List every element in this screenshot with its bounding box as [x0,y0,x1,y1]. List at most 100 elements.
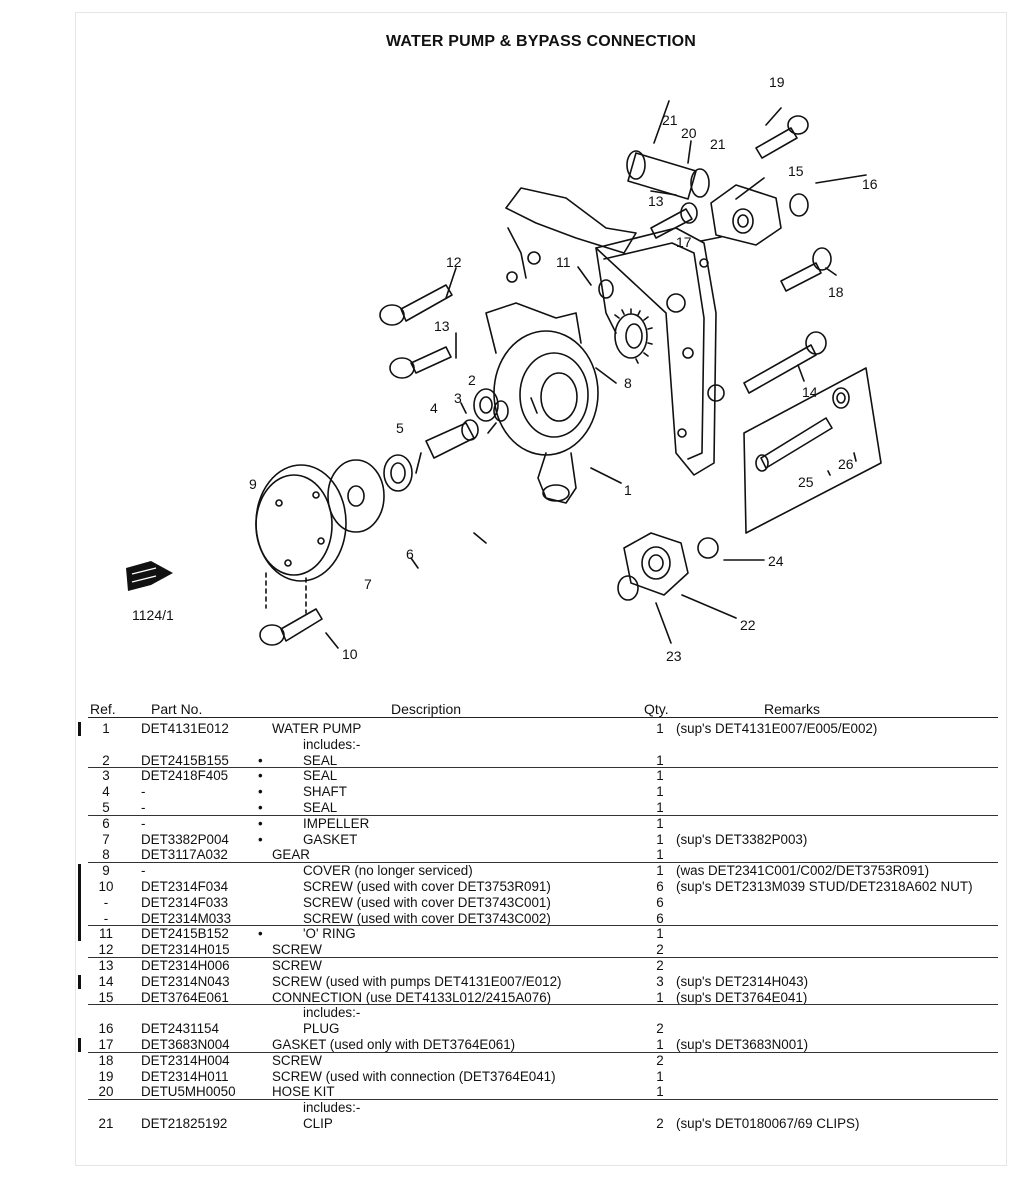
callout-17: 17 [676,234,692,250]
callout-22: 22 [740,617,756,633]
row-description: includes:- [303,1005,361,1021]
row-description: COVER (no longer serviced) [303,863,473,879]
row-description: SCREW (used with cover DET3753R091) [303,879,551,894]
callout-19: 19 [769,74,785,90]
row-ref: 5 [102,800,110,815]
row-qty: 1 [656,989,664,1005]
row-remarks: (sup's DET0180067/69 CLIPS) [676,1116,860,1131]
row-part-no: DET3683N004 [141,1037,230,1052]
callout-3: 3 [454,390,462,406]
col-header-remarks: Remarks [764,701,821,717]
row-qty: 1 [656,847,664,863]
row-qty: 1 [656,784,664,800]
row-ref: 1 [102,721,110,736]
row-description: SCREW (used with pumps DET4131E007/E012) [272,973,562,989]
row-part-no: DET3764E061 [141,989,229,1005]
row-ref: 14 [98,973,114,989]
row-qty: 2 [656,1116,664,1131]
callout-21: 21 [710,136,726,152]
callout-7: 7 [364,576,372,592]
callout-5: 5 [396,420,404,436]
callout-8: 8 [624,375,632,391]
row-qty: 1 [656,831,664,847]
row-qty: 1 [656,815,664,831]
row-description: HOSE KIT [272,1084,335,1100]
row-description: SHAFT [303,784,347,800]
callout-15: 15 [788,163,804,179]
row-qty: 1 [656,1084,664,1100]
row-bullet: • [258,768,263,784]
parts-sheet: WATER PUMP & BYPASS CONNECTION [75,12,1007,1166]
table-row: includes:- [76,737,1006,753]
row-qty: 1 [656,863,664,879]
callout-2: 2 [468,372,476,388]
row-ref: 8 [102,847,110,863]
row-separator [88,957,998,958]
col-header-ref: Ref. [90,701,116,717]
callout-16: 16 [862,176,878,192]
row-ref: 6 [102,815,110,831]
direction-arrow-icon [126,561,173,591]
row-ref: 18 [98,1052,114,1068]
callout-labels: 1234567891011121313141516171819202121222… [249,74,878,664]
row-ref: 7 [102,831,110,847]
row-part-no: DET2431154 [141,1021,219,1037]
callout-12: 12 [446,254,462,270]
row-remarks: (sup's DET3764E041) [676,989,808,1005]
callout-14: 14 [802,384,818,400]
row-description: SEAL [303,800,338,815]
row-description: GASKET [303,831,358,847]
change-bar [78,974,81,989]
row-separator [88,1099,998,1101]
row-part-no: DET2314H006 [141,958,230,973]
row-qty: 6 [656,894,664,910]
callout-26: 26 [838,456,854,472]
row-ref: - [103,910,109,926]
table-row: includes:- [76,1100,1006,1116]
row-part-no: DET3117A032 [141,847,228,863]
row-part-no: - [141,815,146,831]
exploded-diagram: 1124/1 123456789101112131314151617181920… [126,74,882,664]
row-description: SCREW [272,942,322,958]
row-description: SCREW (used with cover DET3743C001) [303,894,551,910]
row-description: SEAL [303,768,338,784]
page-title: WATER PUMP & BYPASS CONNECTION [385,33,697,50]
row-separator [88,814,998,816]
row-description: IMPELLER [303,815,370,831]
table-row: includes:- [76,1005,1006,1021]
row-bullet: • [258,784,263,800]
row-qty: 1 [656,768,664,784]
callout-1: 1 [624,482,632,498]
row-ref: 16 [98,1021,114,1037]
row-qty: 2 [656,958,664,973]
row-qty: 6 [656,879,664,894]
col-header-description: Description [391,701,462,717]
row-ref: 12 [98,942,114,958]
row-remarks: (was DET2341C001/C002/DET3753R091) [676,863,930,879]
row-description: SCREW [272,958,322,973]
row-description: SCREW [272,1052,322,1068]
row-ref: 20 [98,1084,114,1100]
row-part-no: DET4131E012 [141,721,229,736]
row-description: PLUG [303,1021,340,1037]
callout-24: 24 [768,553,784,569]
row-ref: 9 [102,863,110,879]
row-remarks: (sup's DET2314H043) [676,973,809,989]
callout-21: 21 [662,112,678,128]
row-bullet: • [258,831,263,847]
callout-13: 13 [434,318,450,334]
callout-6: 6 [406,546,414,562]
callout-20: 20 [681,125,697,141]
row-part-no: - [141,863,146,879]
change-bar [78,722,81,736]
row-ref: - [103,894,109,910]
